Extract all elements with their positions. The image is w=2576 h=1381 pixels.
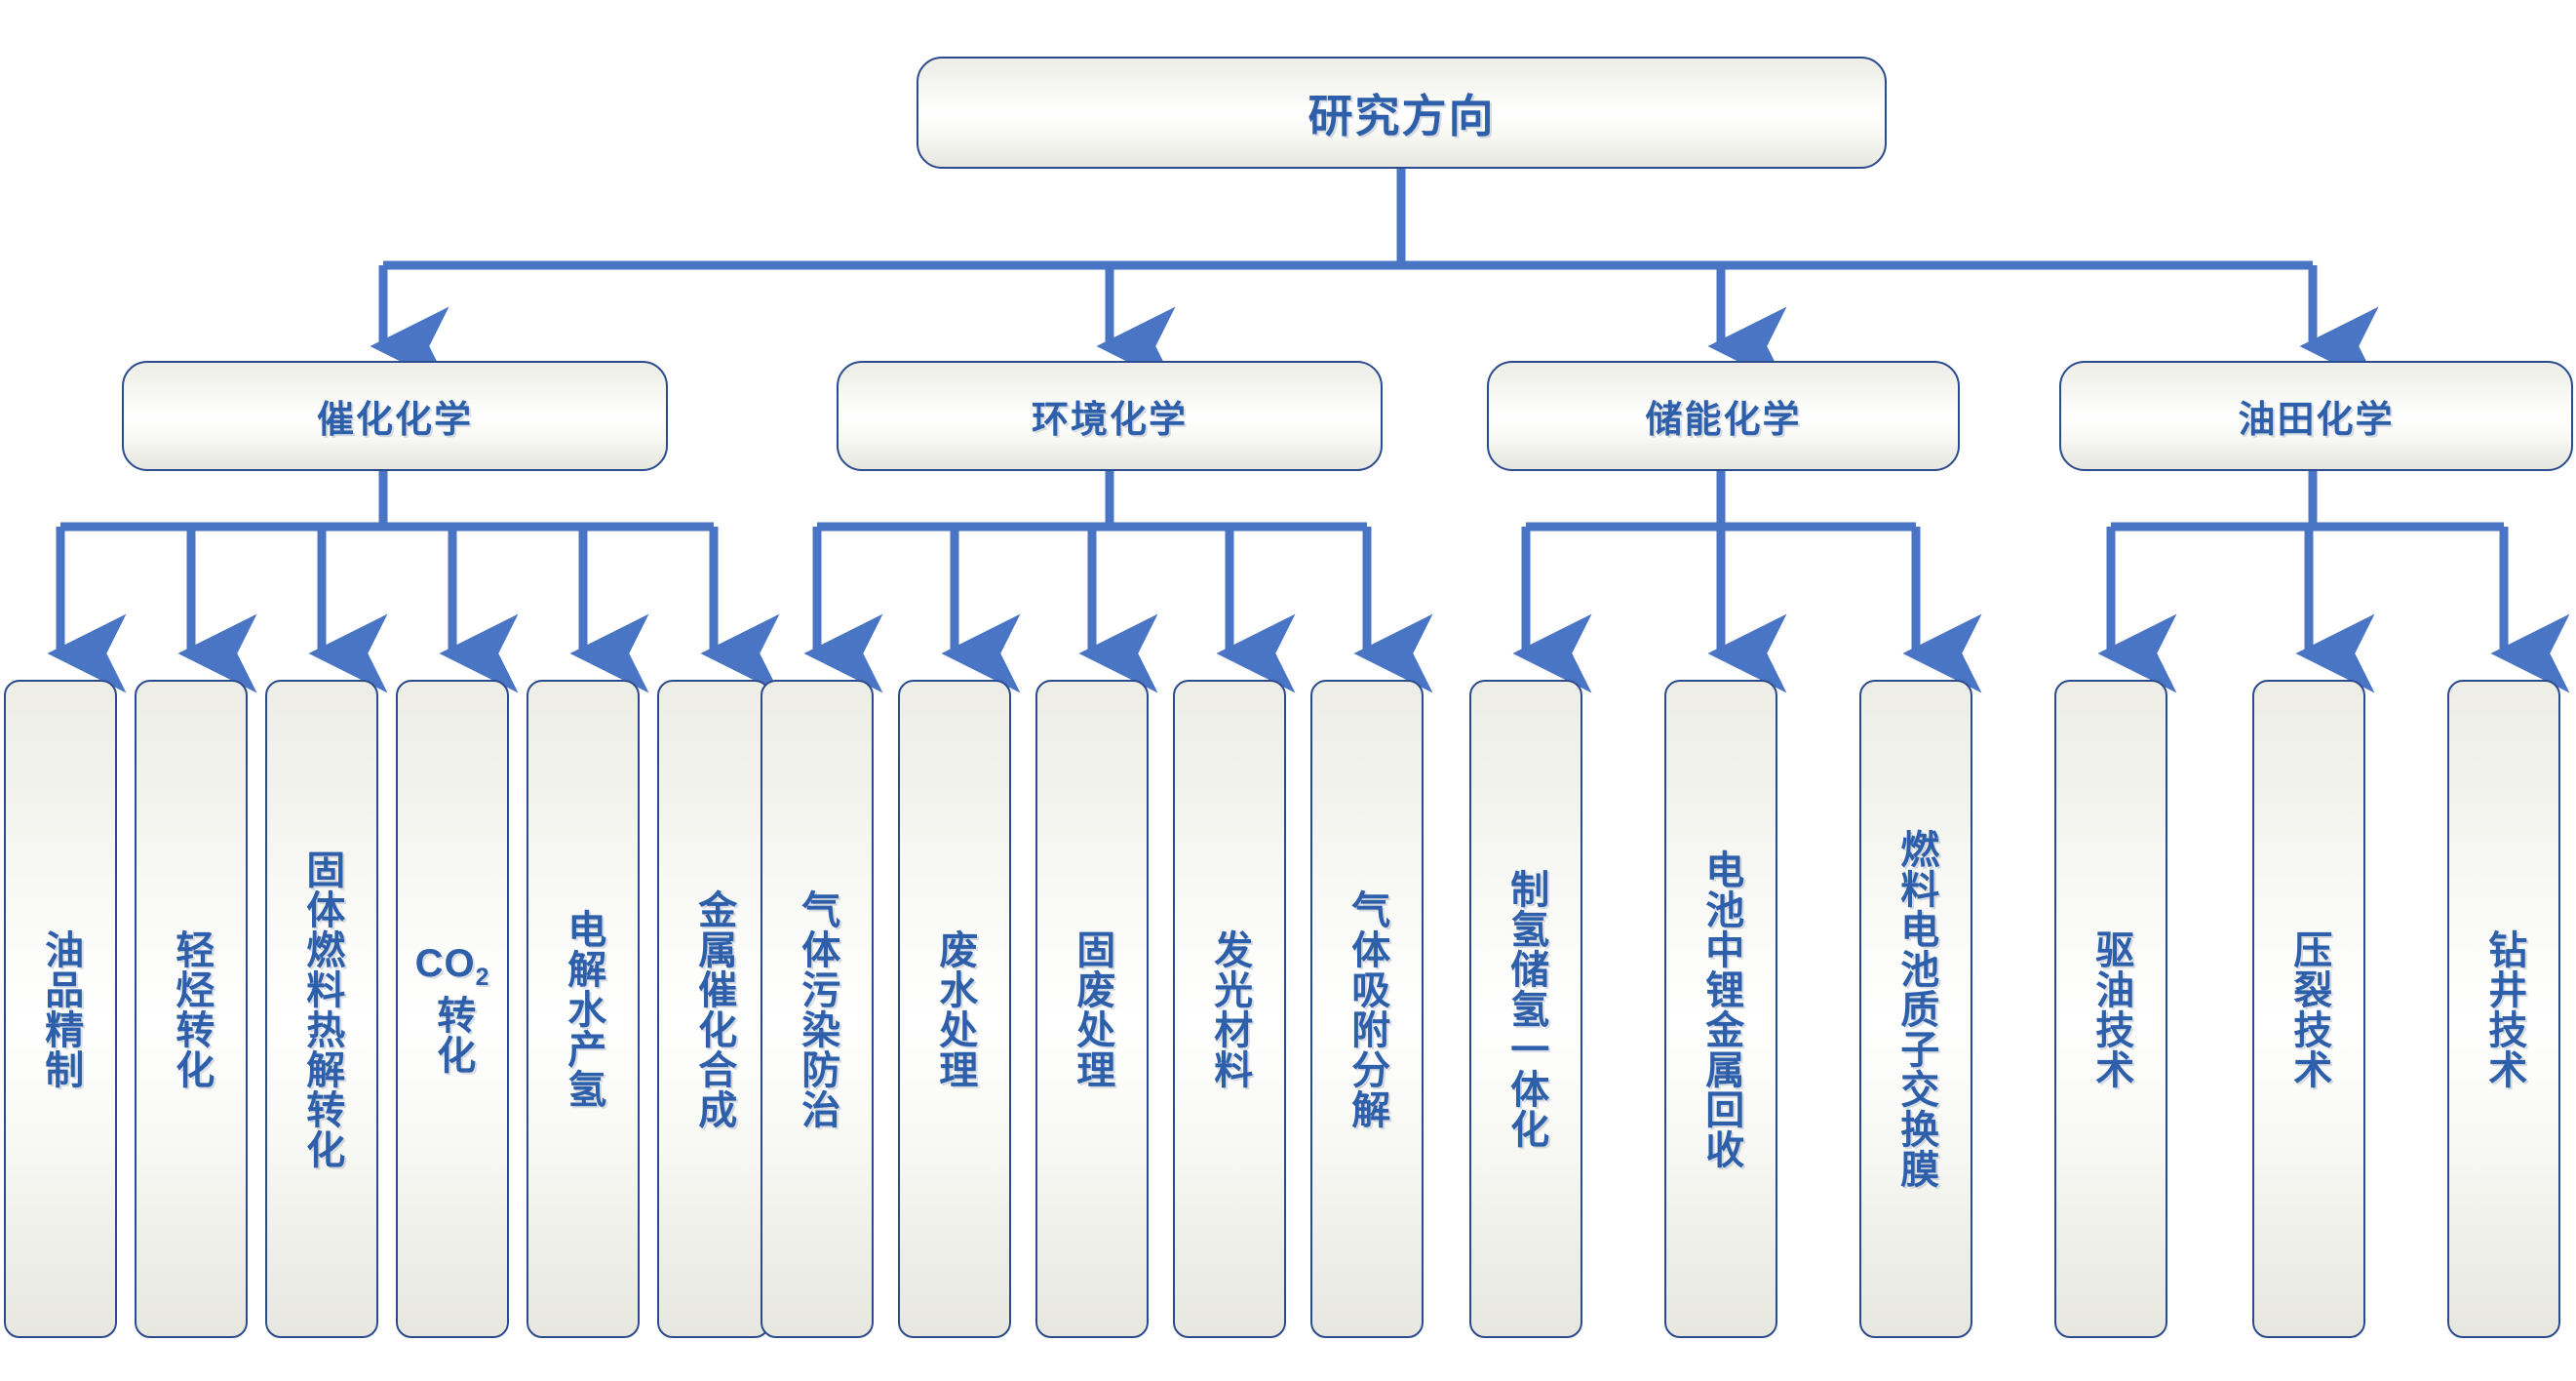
category-node-energy-storage-chemistry[interactable]: 储能化学 — [1487, 361, 1960, 471]
leaf-label: 钻井技术 — [2482, 928, 2526, 1089]
leaf-label: 驱油技术 — [2089, 928, 2133, 1089]
category-label-2: 环境化学 — [1031, 400, 1188, 441]
category-label-3: 储能化学 — [1645, 400, 1802, 441]
leaf-node-solid-fuel-pyrolysis-conversion[interactable]: 固体燃料热解转化 — [265, 680, 378, 1338]
leaf-label: 压裂技术 — [2287, 928, 2331, 1089]
leaf-label: 气体吸附分解 — [1346, 888, 1389, 1129]
leaf-node-drilling-technology[interactable]: 钻井技术 — [2447, 680, 2560, 1338]
leaf-node-water-electrolysis-hydrogen[interactable]: 电解水产氢 — [527, 680, 640, 1338]
leaf-label: 固废处理 — [1071, 928, 1114, 1089]
leaf-node-solid-waste-treatment[interactable]: 固废处理 — [1035, 680, 1149, 1338]
root-node-label: 研究方向 — [1308, 90, 1496, 141]
leaf-node-oil-displacement-technology[interactable]: 驱油技术 — [2054, 680, 2167, 1338]
leaf-node-hydrogen-production-storage-integration[interactable]: 制氢储氢一体化 — [1469, 680, 1582, 1338]
leaf-label: 气体污染防治 — [796, 888, 839, 1129]
leaf-label: 轻烃转化 — [170, 928, 214, 1089]
category-node-oilfield-chemistry[interactable]: 油田化学 — [2059, 361, 2573, 471]
leaf-node-oil-refining[interactable]: 油品精制 — [4, 680, 117, 1338]
leaf-node-metal-catalytic-synthesis[interactable]: 金属催化合成 — [657, 680, 770, 1338]
leaf-node-co2-conversion[interactable]: CO2 转化 — [396, 680, 509, 1338]
leaf-label-formula: CO2 — [415, 943, 490, 991]
root-node-research-directions[interactable]: 研究方向 — [917, 57, 1887, 169]
leaf-node-fracturing-technology[interactable]: 压裂技术 — [2252, 680, 2365, 1338]
leaf-label: 电解水产氢 — [562, 909, 605, 1109]
category-label-1: 催化化学 — [316, 400, 473, 441]
leaf-node-luminescent-materials[interactable]: 发光材料 — [1173, 680, 1286, 1338]
leaf-label: 油品精制 — [39, 928, 83, 1089]
leaf-label: 金属催化合成 — [692, 888, 736, 1129]
leaf-label: 发光材料 — [1208, 928, 1252, 1089]
category-node-environmental-chemistry[interactable]: 环境化学 — [837, 361, 1383, 471]
leaf-label: 制氢储氢一体化 — [1504, 869, 1548, 1149]
formula-base: CO — [414, 941, 476, 985]
leaf-label: 燃料电池质子交换膜 — [1894, 829, 1938, 1189]
leaf-node-gas-adsorption-decomposition[interactable]: 气体吸附分解 — [1310, 680, 1424, 1338]
leaf-label: 电池中锂金属回收 — [1699, 848, 1743, 1169]
leaf-label: 固体燃料热解转化 — [300, 848, 344, 1169]
leaf-node-gas-pollution-control[interactable]: 气体污染防治 — [761, 680, 874, 1338]
leaf-label: 废水处理 — [933, 928, 977, 1089]
formula-subscript: 2 — [475, 964, 490, 991]
leaf-node-fuel-cell-proton-exchange-membrane[interactable]: 燃料电池质子交换膜 — [1859, 680, 1972, 1338]
category-label-4: 油田化学 — [2238, 400, 2395, 441]
category-node-catalytic-chemistry[interactable]: 催化化学 — [122, 361, 668, 471]
leaf-node-wastewater-treatment[interactable]: 废水处理 — [898, 680, 1011, 1338]
leaf-label-tail: 转化 — [431, 995, 475, 1076]
leaf-node-battery-lithium-metal-recovery[interactable]: 电池中锂金属回收 — [1664, 680, 1777, 1338]
leaf-node-light-hydrocarbon-conversion[interactable]: 轻烃转化 — [135, 680, 248, 1338]
